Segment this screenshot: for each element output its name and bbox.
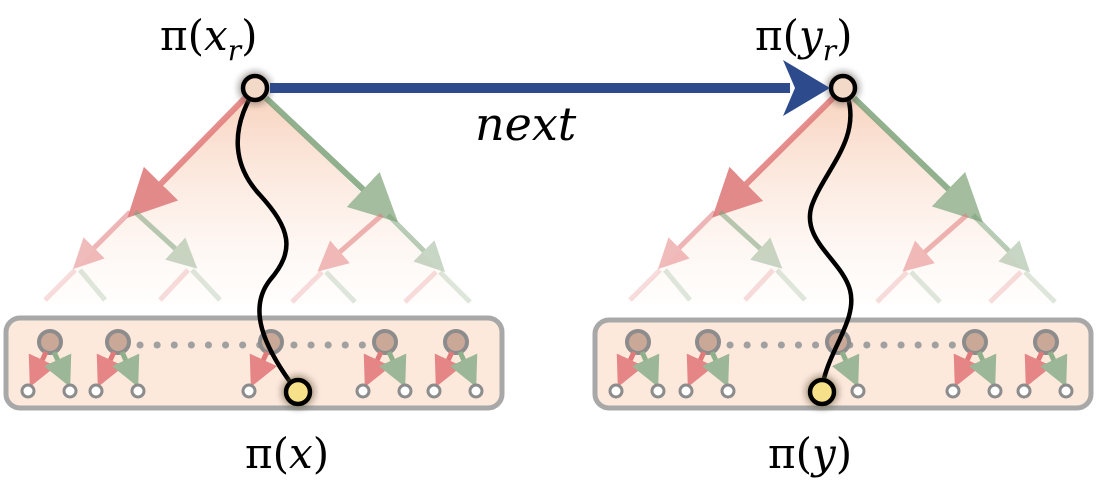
right-tree <box>592 73 1094 411</box>
right-target-leaf-node <box>807 377 837 407</box>
next-arrow <box>270 60 830 116</box>
next-arrow-head <box>783 60 830 116</box>
right-root-node <box>828 73 858 103</box>
left-root-right-edge <box>263 95 399 223</box>
leaf-left-label: π(x) <box>245 429 329 478</box>
left-target-leaf-node <box>283 377 313 407</box>
right-root-right-edge <box>851 95 983 223</box>
right-tree-shade <box>625 88 1060 305</box>
left-root-to-leaf-path <box>235 93 299 393</box>
leaf-right-label: π(y) <box>768 429 852 478</box>
right-root-left-edge <box>712 95 836 218</box>
root-right-label: π(yr) <box>755 11 853 67</box>
left-root-node <box>240 73 270 103</box>
left-root-left-edge <box>127 95 248 218</box>
left-tree-shade <box>40 88 475 305</box>
root-left-label: π(xr) <box>160 11 257 67</box>
next-edge-label: next <box>475 97 577 151</box>
left-tree <box>3 73 505 411</box>
left-leaf-groups <box>20 329 484 399</box>
right-root-to-leaf-path <box>807 95 854 391</box>
right-leaf-groups <box>608 329 1074 399</box>
